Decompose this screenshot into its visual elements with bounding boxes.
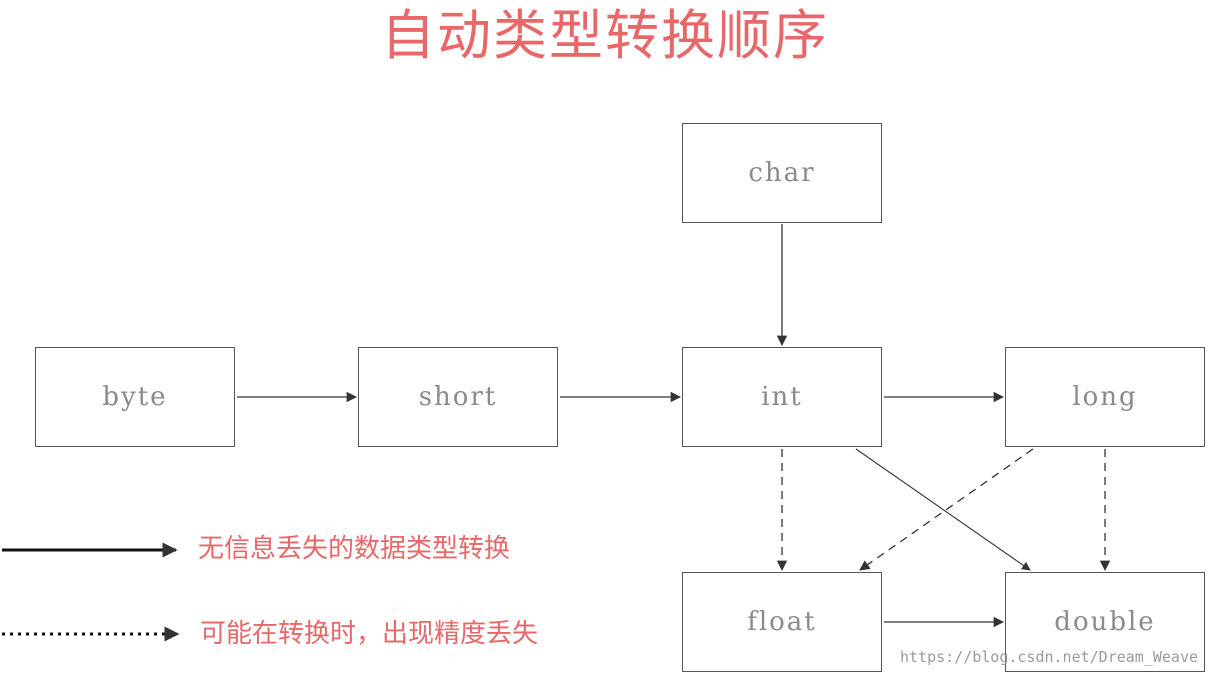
legend-dotted-label: 可能在转换时，出现精度丢失	[200, 619, 539, 649]
node-char: char	[682, 123, 882, 223]
edge-long-float	[859, 448, 1034, 571]
legend-solid-label: 无信息丢失的数据类型转换	[198, 534, 511, 564]
node-float: float	[682, 572, 882, 672]
node-long: long	[1005, 347, 1205, 447]
node-int: int	[682, 347, 882, 447]
diagram-title: 自动类型转换顺序	[381, 4, 829, 67]
node-short: short	[358, 347, 558, 447]
watermark: https://blog.csdn.net/Dream_Weave	[899, 648, 1198, 666]
node-byte: byte	[35, 347, 235, 447]
edge-int-double	[855, 448, 1031, 571]
node-double: double	[1005, 572, 1205, 672]
